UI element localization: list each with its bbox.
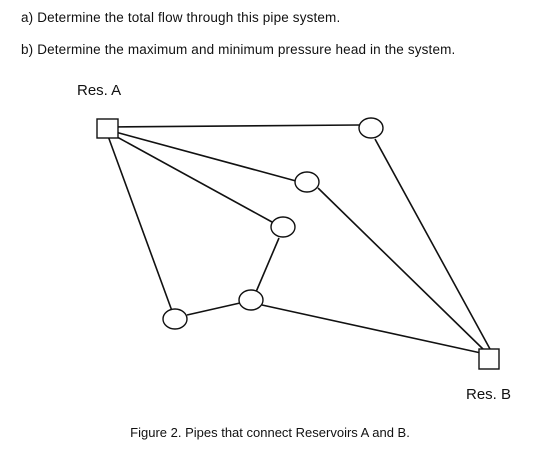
figure-caption: Figure 2. Pipes that connect Reservoirs … bbox=[130, 425, 410, 440]
reservoir-b bbox=[478, 348, 500, 370]
reservoir-a-label: Res. A bbox=[77, 82, 121, 99]
question-a: a) Determine the total flow through this… bbox=[21, 10, 341, 25]
pipe-node-upper-middle-to-resB bbox=[317, 187, 485, 351]
pipe-resA-to-node-lower-left bbox=[107, 135, 173, 312]
pipe-node-middle-to-node-lower-middle bbox=[255, 237, 280, 293]
node-lower-middle bbox=[238, 289, 264, 311]
reservoir-b-label: Res. B bbox=[466, 386, 511, 403]
reservoir-a bbox=[96, 118, 119, 139]
node-middle bbox=[270, 216, 296, 238]
pipe-resA-to-node-middle bbox=[107, 131, 273, 223]
pipe-resA-to-node-top-right bbox=[107, 124, 360, 128]
question-b: b) Determine the maximum and minimum pre… bbox=[21, 42, 456, 57]
node-top-right bbox=[358, 117, 384, 139]
pipe-node-lower-middle-to-resB bbox=[261, 304, 482, 354]
pipe-node-lower-left-to-node-lower-middle bbox=[186, 302, 241, 316]
node-upper-middle bbox=[294, 171, 320, 193]
pipe-node-top-right-to-resB bbox=[374, 138, 491, 350]
node-lower-left bbox=[162, 308, 188, 330]
pipe-resA-to-node-upper-middle bbox=[107, 129, 297, 182]
